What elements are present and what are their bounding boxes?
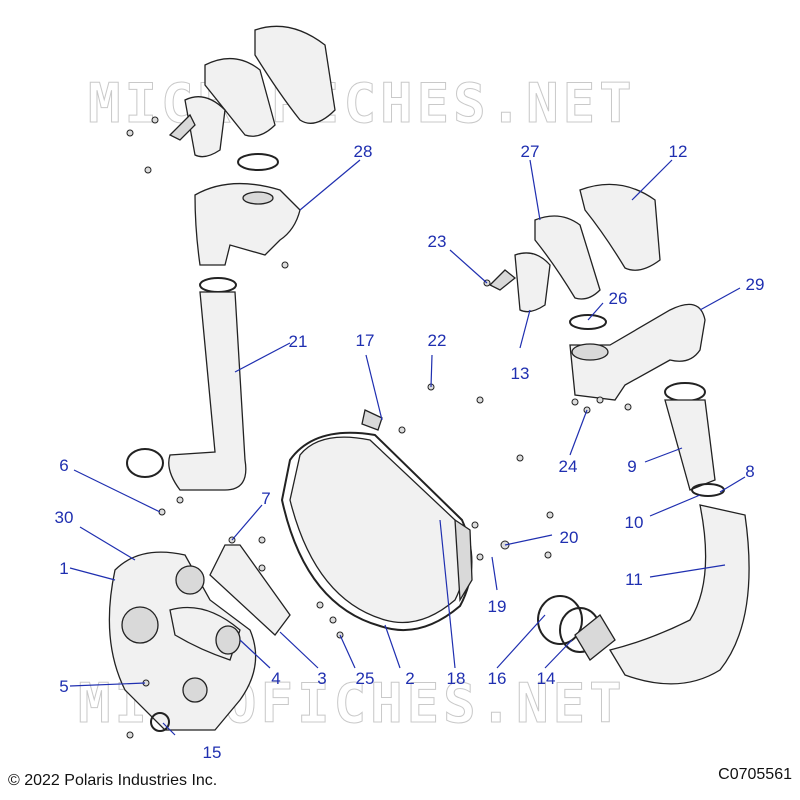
callout-14: 14 bbox=[537, 669, 556, 688]
callout-16: 16 bbox=[488, 669, 507, 688]
callout-26: 26 bbox=[609, 289, 628, 308]
watermark-top: MICROFICHES.NET bbox=[88, 72, 636, 135]
callout-27: 27 bbox=[521, 142, 540, 161]
callout-18: 18 bbox=[447, 669, 466, 688]
callout-5: 5 bbox=[59, 677, 68, 696]
callout-11: 11 bbox=[625, 570, 643, 589]
callout-28: 28 bbox=[354, 142, 373, 161]
callout-10: 10 bbox=[625, 513, 644, 532]
callout-13: 13 bbox=[511, 364, 530, 383]
clutch-cover bbox=[280, 409, 473, 632]
callout-3: 3 bbox=[317, 669, 326, 688]
callout-30: 30 bbox=[55, 508, 74, 527]
upper-right-duct-assembly bbox=[488, 183, 750, 685]
callout-17: 17 bbox=[356, 331, 375, 350]
callout-29: 29 bbox=[746, 275, 765, 294]
upper-left-duct-assembly bbox=[126, 25, 336, 491]
callout-23: 23 bbox=[428, 232, 447, 251]
callout-labels: 1 2 3 4 5 6 7 8 9 10 11 12 13 14 15 16 1… bbox=[55, 142, 765, 762]
callout-19: 19 bbox=[488, 597, 507, 616]
callout-15: 15 bbox=[203, 743, 222, 762]
callout-22: 22 bbox=[428, 331, 447, 350]
callout-20: 20 bbox=[560, 528, 579, 547]
fasteners bbox=[126, 116, 632, 739]
callout-25: 25 bbox=[356, 669, 375, 688]
callout-21: 21 bbox=[289, 332, 308, 351]
diagram-code: C0705561 bbox=[718, 766, 792, 783]
callout-2: 2 bbox=[405, 669, 414, 688]
callout-1: 1 bbox=[59, 559, 68, 578]
copyright-text: © 2022 Polaris Industries Inc. bbox=[8, 772, 218, 789]
callout-4: 4 bbox=[271, 669, 280, 688]
callout-9: 9 bbox=[627, 457, 636, 476]
callout-8: 8 bbox=[745, 462, 754, 481]
leader-lines bbox=[69, 159, 746, 736]
callout-7: 7 bbox=[261, 489, 270, 508]
callout-12: 12 bbox=[669, 142, 688, 161]
callout-6: 6 bbox=[59, 456, 68, 475]
callout-24: 24 bbox=[559, 457, 578, 476]
